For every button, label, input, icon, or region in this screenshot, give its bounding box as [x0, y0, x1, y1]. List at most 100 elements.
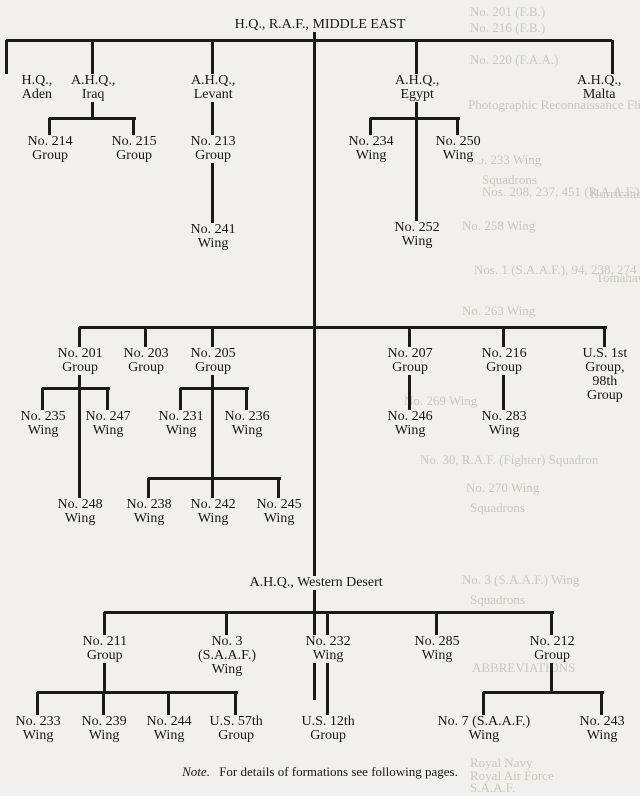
connector-vertical — [225, 612, 228, 635]
connector-vertical — [415, 102, 418, 221]
connector-horizontal — [148, 477, 281, 480]
connector-vertical — [600, 692, 603, 715]
connector-vertical — [550, 663, 553, 692]
connector-vertical — [78, 327, 81, 347]
footnote-label: Note. — [182, 764, 210, 779]
node-label-line: U.S. 57th — [209, 714, 263, 729]
node-ahq-levant: A.H.Q.,Levant — [190, 74, 237, 102]
node-label-line: No. 205 — [190, 346, 236, 361]
node-w7saaf: No. 7 (S.A.A.F.)Wing — [436, 715, 532, 743]
bleed-through-text: No. 258 Wing — [462, 218, 536, 233]
connector-horizontal — [49, 117, 136, 120]
connector-vertical — [482, 692, 485, 715]
node-label-line: Group — [116, 148, 152, 163]
node-label-line: A.H.Q., — [395, 73, 440, 88]
node-label-line: No. 234 — [348, 134, 394, 149]
node-label-line: No. 248 — [57, 497, 103, 512]
node-label-line: Wing — [22, 728, 54, 743]
connector-vertical — [167, 692, 170, 715]
connector-vertical — [369, 118, 372, 135]
bleed-through-text: No. 220 (F.A.A.) — [470, 52, 559, 67]
node-label-line: No. 216 — [481, 346, 527, 361]
node-label-line: Group — [86, 648, 123, 663]
bleed-through-text: No. 263 Wing — [462, 303, 536, 318]
connector-horizontal — [42, 387, 110, 390]
node-label-line: Wing — [312, 648, 344, 663]
connector-vertical — [211, 102, 214, 135]
bleed-through-text: Squadrons — [482, 172, 537, 187]
node-label-line: No. 212 — [529, 634, 575, 649]
node-label-line: Group — [195, 148, 231, 163]
connector-vertical — [313, 32, 316, 700]
node-label-line: No. 207 — [387, 346, 433, 361]
node-label-line: Wing — [133, 511, 165, 526]
connector-vertical — [234, 692, 237, 715]
connector-horizontal — [104, 611, 554, 614]
bleed-through-text: S.A.A.F. — [470, 780, 516, 795]
node-label-line: Aden — [21, 87, 53, 102]
connector-vertical — [102, 692, 105, 715]
node-label-line: 98th — [592, 374, 618, 389]
node-label-line: Wing — [27, 423, 59, 438]
connector-horizontal — [370, 117, 460, 120]
node-label-line: No. 215 — [111, 134, 157, 149]
bleed-through-text: No. 201 (F.B.) — [470, 4, 546, 19]
connector-vertical — [132, 118, 135, 135]
connector-vertical — [408, 327, 411, 347]
connector-vertical — [245, 388, 248, 410]
node-label-line: No. 3 — [211, 634, 243, 649]
connector-horizontal — [6, 39, 612, 42]
connector-vertical — [211, 327, 214, 347]
connector-vertical — [78, 375, 81, 498]
node-label-line: Wing — [197, 236, 229, 251]
node-label-line: Wing — [263, 511, 295, 526]
connector-vertical — [603, 327, 606, 347]
node-label-line: Wing — [468, 728, 500, 743]
node-label-line: (S.A.A.F.) — [198, 648, 256, 663]
bleed-through-text: Tomahawk — [596, 270, 640, 285]
node-ahq-iraq: A.H.Q.,Iraq — [70, 74, 117, 102]
node-label-line: No. 243 — [579, 714, 625, 729]
node-label-line: H.Q., — [21, 73, 53, 88]
node-label-line: Wing — [211, 662, 243, 677]
connector-vertical — [502, 327, 505, 347]
node-label-line: A.H.Q., Western Desert — [249, 575, 383, 590]
node-label-line: Group — [62, 360, 98, 375]
node-label-line: No. 232 — [305, 634, 351, 649]
node-ahq-malta: A.H.Q.,Malta — [576, 73, 623, 102]
connector-vertical — [435, 612, 438, 635]
connector-vertical — [326, 663, 329, 715]
node-label-line: No. 233 — [15, 714, 61, 729]
connector-vertical — [211, 40, 214, 74]
node-label-line: Wing — [88, 728, 120, 743]
connector-vertical — [415, 40, 418, 74]
bleed-through-text: Hurricane — [590, 186, 640, 201]
bleed-through-text: Squadrons — [470, 500, 525, 515]
node-label-line: No. 246 — [387, 409, 433, 424]
node-label-line: No. 285 — [414, 634, 460, 649]
node-label-line: Egypt — [400, 87, 434, 102]
node-label-line: Group, — [585, 360, 625, 375]
node-label-line: No. 252 — [394, 220, 440, 235]
node-label-line: A.H.Q., — [577, 73, 622, 88]
bleed-through-text: No. 269 Wing — [404, 393, 478, 408]
node-label-line: Levant — [193, 87, 233, 102]
bleed-through-text: No. 3 (S.A.A.F.) Wing — [462, 572, 580, 587]
bleed-through-text: Squadrons — [470, 592, 525, 607]
node-label-line: Group — [218, 728, 255, 743]
